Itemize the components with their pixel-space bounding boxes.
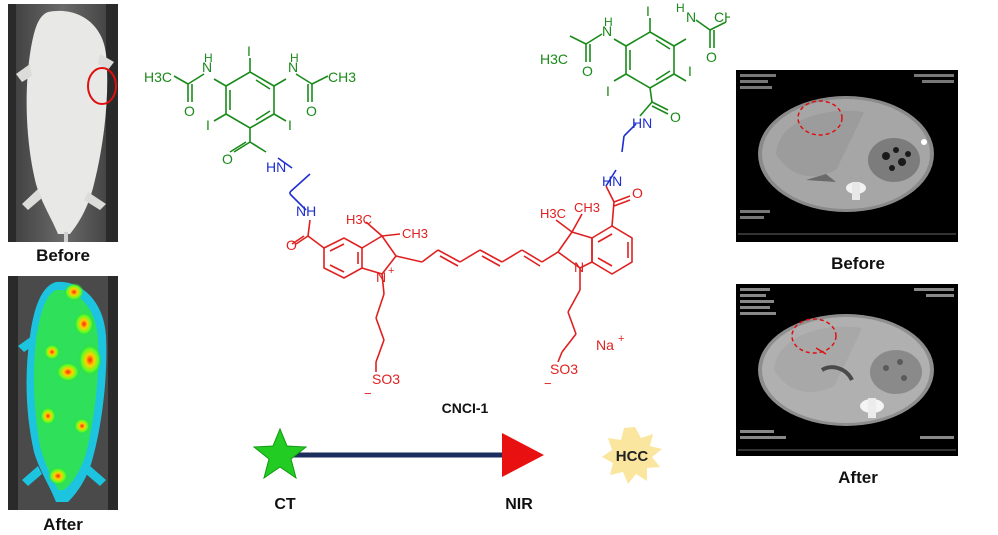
carbonyl-o-label: O <box>706 49 717 65</box>
iodine-label: I <box>646 3 650 19</box>
right-before-label: Before <box>831 254 885 273</box>
linker-nh-label: NH <box>296 203 316 219</box>
right-after-label: After <box>838 468 878 487</box>
ct-before-image <box>736 70 958 242</box>
methyl-label: CH3 <box>328 69 356 85</box>
carbonyl-o-label: O <box>582 63 593 79</box>
gem-methyl-label: H3C <box>346 212 372 227</box>
carbonyl-o-label: O <box>670 109 681 125</box>
nir-label: NIR <box>505 496 533 513</box>
cyanine-core <box>291 185 633 372</box>
amide-n-label: N <box>202 59 212 75</box>
ct-label: CT <box>274 496 296 513</box>
iodine-label: I <box>606 83 610 99</box>
tumor-roi-ellipse <box>797 100 843 136</box>
left-iodo-ring <box>173 58 329 153</box>
tumor-pointer-line <box>815 347 827 355</box>
indole-charge-label: + <box>388 265 394 277</box>
gem-methyl-label: H3C <box>540 206 566 221</box>
iodine-label: I <box>206 117 210 133</box>
sulfonate-charge-label: − <box>544 376 552 391</box>
counter-ion-label: Na <box>596 337 614 353</box>
amide-h-label: H <box>204 51 213 65</box>
amide-h-label: H <box>290 51 299 65</box>
linker-nh-label: HN <box>266 159 286 175</box>
tumor-marker-ellipse <box>87 67 117 105</box>
iodine-label: I <box>288 117 292 133</box>
amide-n-label: N <box>288 59 298 75</box>
mouse-after-drawing <box>8 276 118 510</box>
carbonyl-o-label: O <box>286 237 297 253</box>
amide-h-label: H <box>676 1 685 15</box>
indole-n-label: N <box>574 259 584 275</box>
counter-ion-charge: + <box>618 333 624 345</box>
hcc-burst-icon <box>602 427 662 484</box>
amide-h-label: H <box>604 15 613 29</box>
ct-star-icon <box>252 427 308 480</box>
linker-nh-label: HN <box>632 115 652 131</box>
cnci-1-structure: I I I N H N H H3C CH3 O O O HN NH <box>144 1 730 401</box>
gem-methyl-label: CH3 <box>402 226 428 241</box>
hcc-label: HCC <box>616 448 649 465</box>
ct-after-drawing <box>736 284 958 456</box>
left-after-label: After <box>43 515 83 534</box>
carbonyl-o-label: O <box>184 103 195 119</box>
sulfonate-charge-label: − <box>364 386 372 401</box>
iodine-label: I <box>688 63 692 79</box>
ct-after-image <box>736 284 958 456</box>
mouse-before-image <box>8 4 118 242</box>
methyl-label: H3C <box>540 51 568 67</box>
amide-n-label: N <box>602 23 612 39</box>
methyl-label: H3C <box>144 69 172 85</box>
left-linker <box>277 157 311 211</box>
mouse-before-drawing <box>8 4 118 242</box>
indole-n-label: N <box>376 269 386 285</box>
modality-legend: HCC <box>252 427 662 484</box>
gem-methyl-label: CH3 <box>574 200 600 215</box>
sulfonate-label: SO3 <box>550 361 578 377</box>
carbonyl-o-label: O <box>632 185 643 201</box>
carbonyl-o-label: O <box>222 151 233 167</box>
methyl-label: CH3 <box>714 9 730 25</box>
right-linker <box>605 123 637 187</box>
tumor-roi-ellipse <box>791 318 837 354</box>
nir-triangle-icon <box>502 433 544 477</box>
left-before-label: Before <box>36 246 90 265</box>
amide-n-label: N <box>686 9 696 25</box>
sulfonate-label: SO3 <box>372 371 400 387</box>
ct-before-drawing <box>736 70 958 242</box>
carbonyl-o-label: O <box>306 103 317 119</box>
right-iodo-ring <box>569 18 727 117</box>
iodine-label: I <box>247 43 251 59</box>
mouse-after-image <box>8 276 118 510</box>
linker-nh-label: HN <box>602 173 622 189</box>
compound-name: CNCI-1 <box>441 400 489 416</box>
